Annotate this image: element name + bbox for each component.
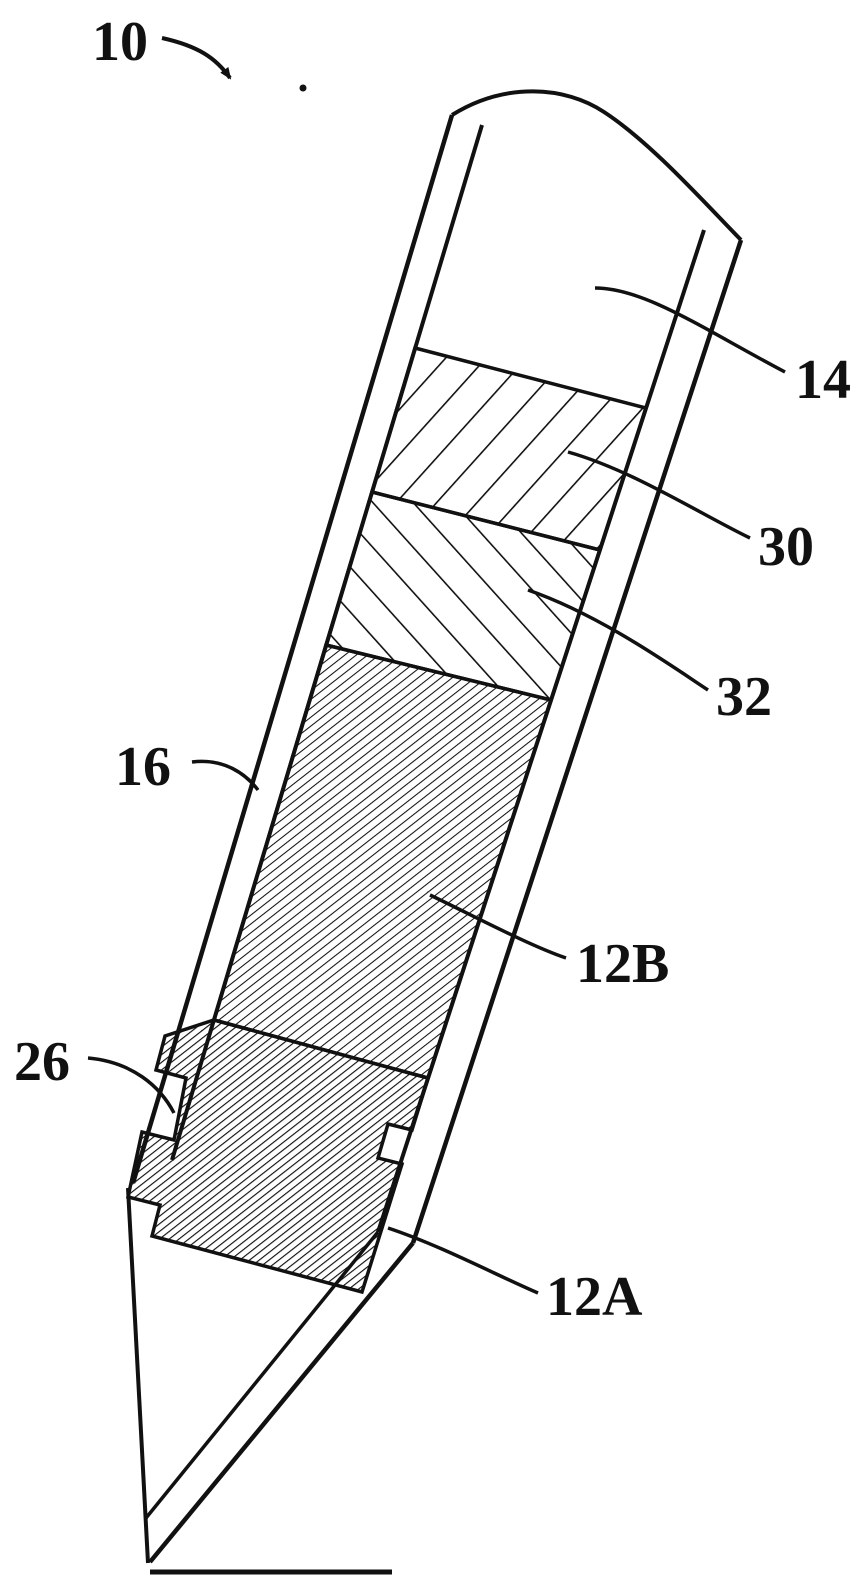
ref-label-12a: 12A [546, 1266, 643, 1328]
ref-label-12b: 12B [576, 933, 669, 995]
leader-arrow-10 [161, 36, 232, 80]
outer-wall-left [130, 114, 455, 1184]
stray-dot [299, 84, 307, 92]
break-line [450, 89, 743, 242]
tip-left-edge [126, 1187, 150, 1564]
leader-line-32 [527, 588, 709, 692]
ref-label-14: 14 [795, 349, 851, 411]
tip-right-edge [148, 1241, 415, 1564]
ref-label-16: 16 [115, 736, 171, 798]
leader-line-26 [87, 1056, 176, 1114]
leader-line-30 [567, 450, 751, 540]
region-12a-block [125, 1018, 431, 1295]
ref-label-30: 30 [758, 516, 814, 578]
ref-label-32: 32 [716, 666, 772, 728]
ref-label-10: 10 [92, 11, 148, 73]
leader-line-12b [429, 893, 567, 960]
leader-line-14 [594, 286, 786, 374]
leader-line-12a [387, 1226, 539, 1295]
leader-line-16 [191, 759, 260, 792]
ref-label-26: 26 [14, 1031, 70, 1093]
outer-wall-right [410, 239, 744, 1244]
tip-inner-line [144, 1230, 380, 1520]
